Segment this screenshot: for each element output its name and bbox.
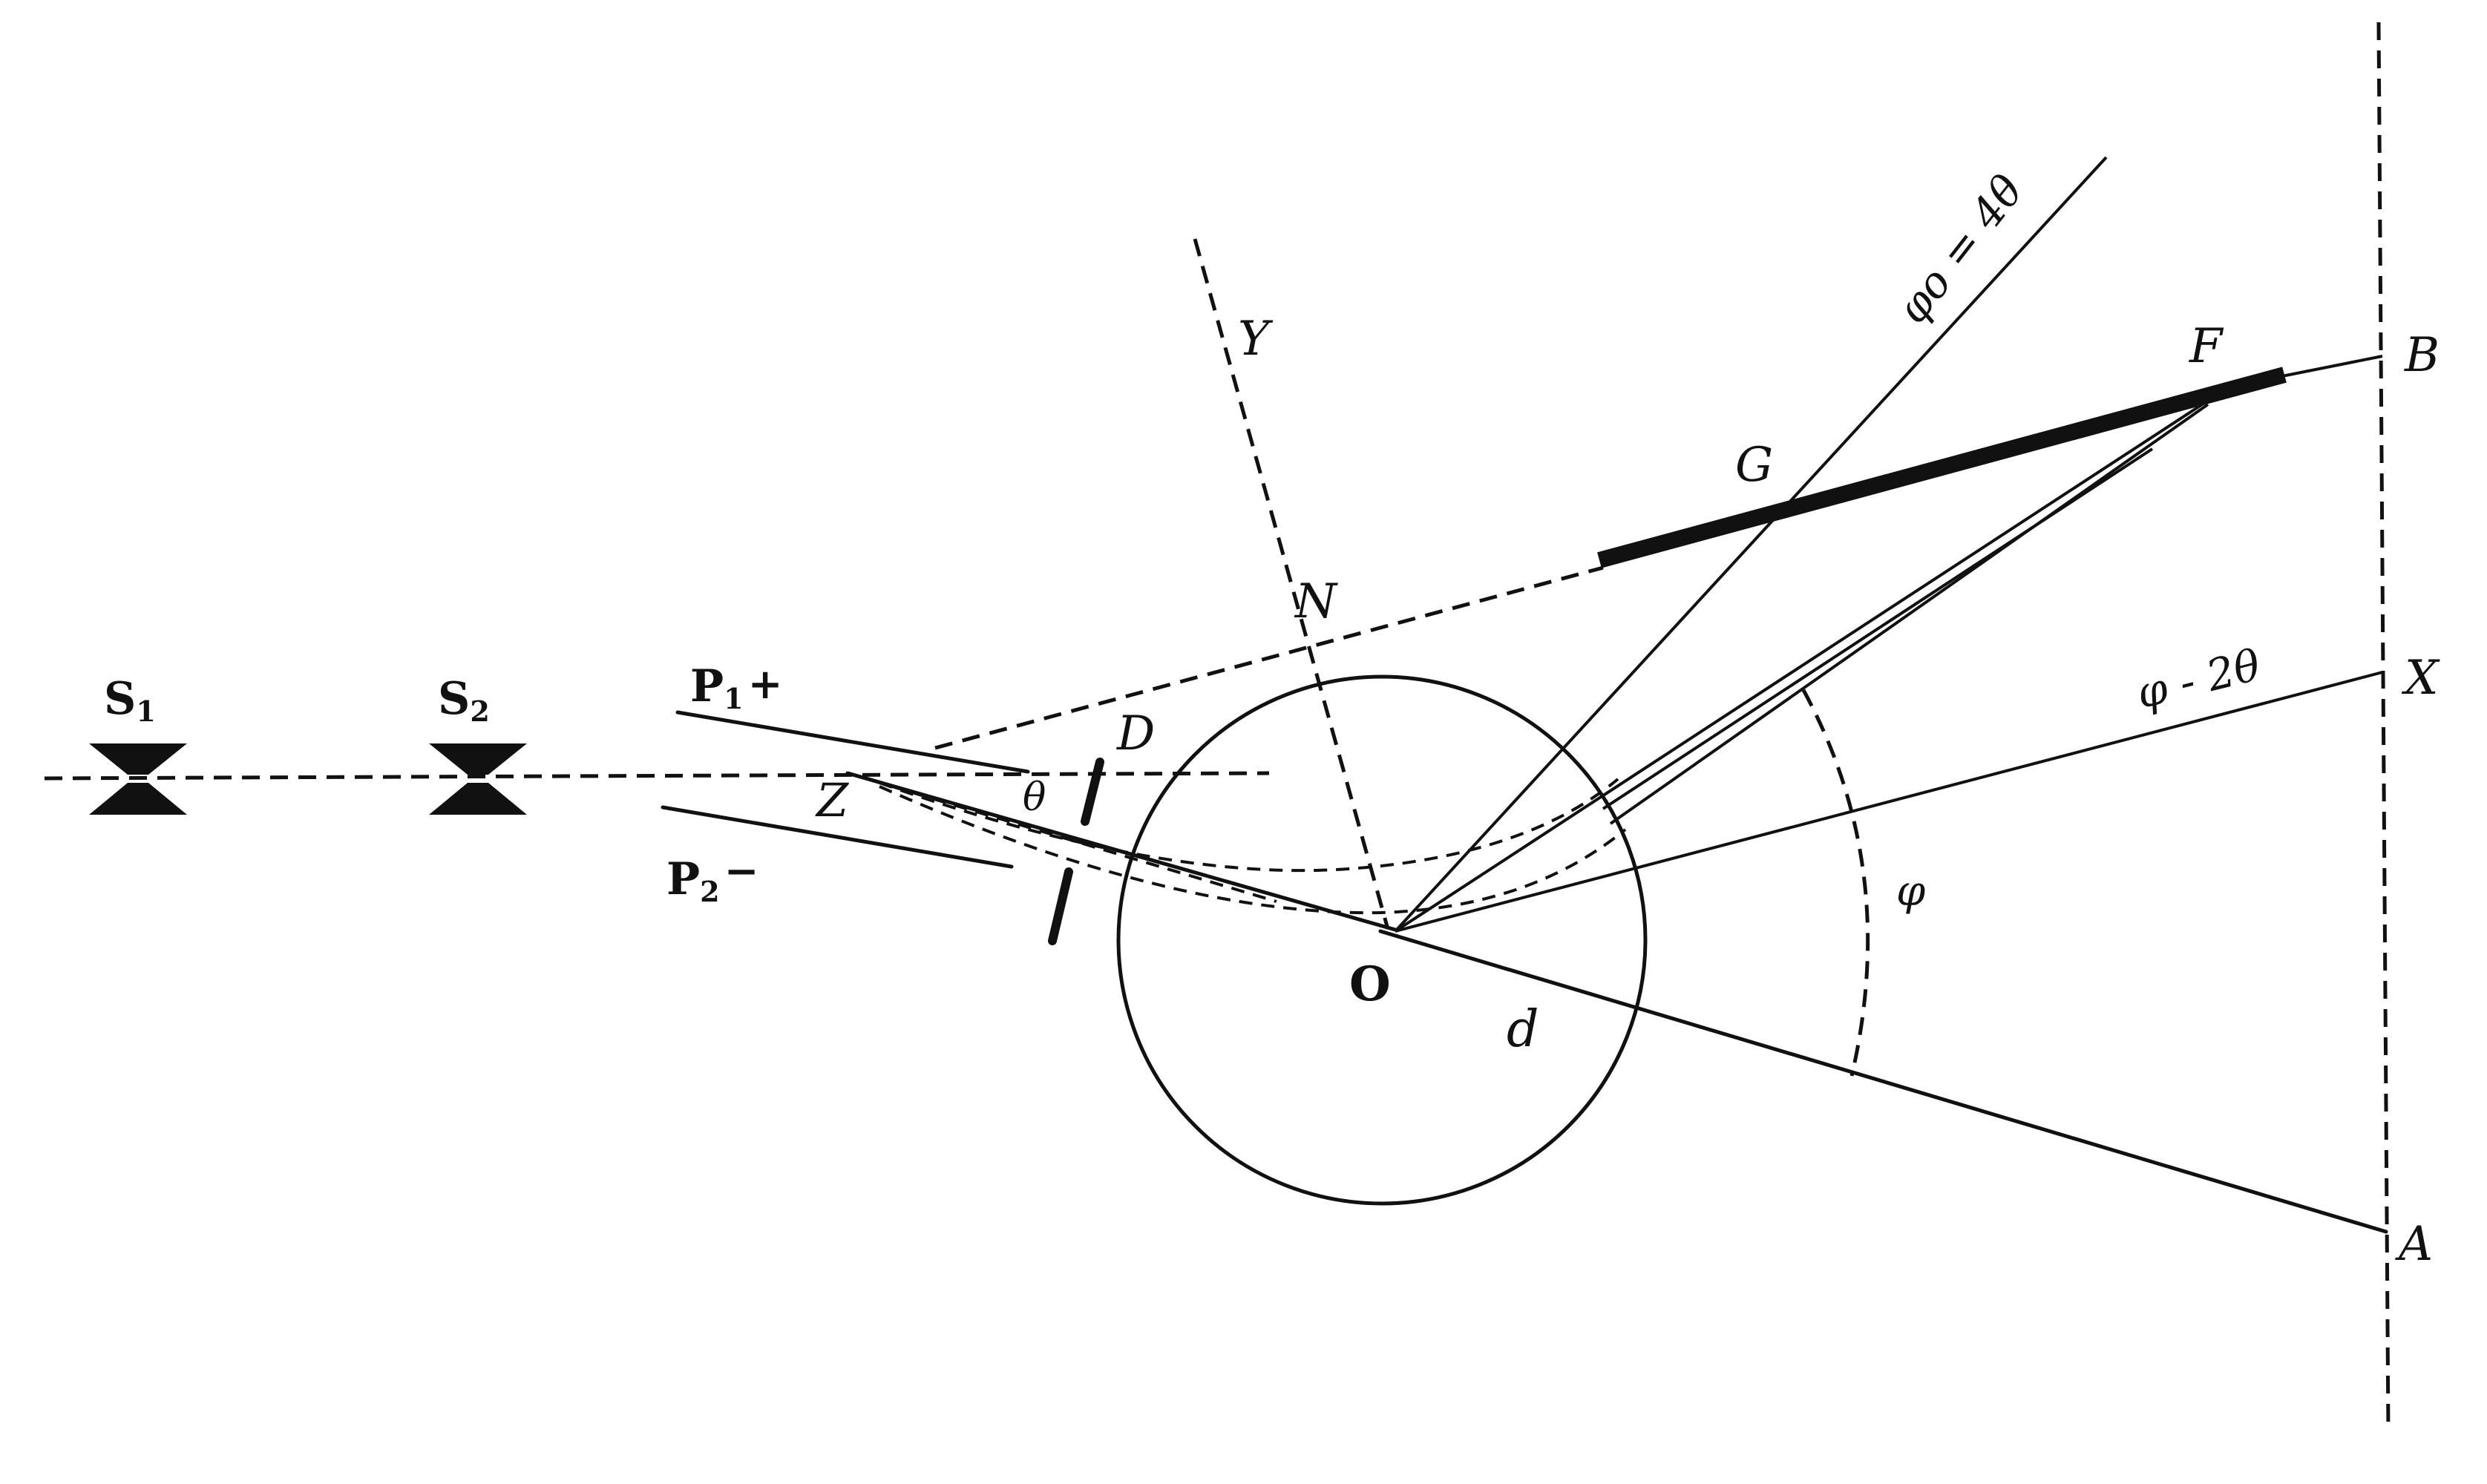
- label-a: A: [2395, 1217, 2433, 1272]
- line-o-to-a: [1378, 929, 2388, 1234]
- label-y: Y: [1238, 312, 1274, 367]
- plate-p1: [675, 710, 1030, 774]
- trajectory-upper: [879, 778, 1619, 873]
- beam-to-plate-dashed: [934, 565, 1604, 750]
- diaphragm-d-lower: [1048, 867, 1073, 945]
- label-g: G: [1735, 438, 1773, 493]
- angle-arc-phi: [1801, 689, 1870, 1077]
- label-n: N: [1294, 574, 1338, 629]
- source-slit-s1: [89, 743, 187, 815]
- label-x: X: [2401, 651, 2440, 706]
- ray-o-to-f-1: [1394, 399, 2209, 933]
- line-o-to-x: [1395, 671, 2383, 933]
- label-d-lower: d: [1507, 1000, 1539, 1059]
- label-p1: P1+: [690, 660, 783, 715]
- ray-o-to-f-3: [1609, 403, 2209, 825]
- photographic-plate: [1597, 367, 2287, 568]
- trajectory-lower: [879, 785, 1627, 915]
- label-b: B: [2404, 328, 2440, 383]
- label-s1: S1: [104, 673, 156, 728]
- label-d-upper: D: [1116, 706, 1155, 761]
- source-slit-s2: [429, 743, 527, 815]
- plate-p2: [661, 805, 1014, 869]
- label-f: F: [2189, 319, 2224, 374]
- diaphragm-d-upper: [1081, 758, 1104, 826]
- optical-axis: [44, 771, 1270, 781]
- label-phi: φ: [1896, 867, 1925, 916]
- label-s2: S2: [438, 673, 490, 728]
- label-phi0-eq: φo = 4θ: [1887, 165, 2033, 332]
- label-o: O: [1349, 956, 1391, 1012]
- line-plate-to-b: [2278, 355, 2383, 378]
- y-axis: [1193, 238, 1390, 930]
- reference-line-ab: [2376, 22, 2391, 1433]
- label-z: Z: [815, 773, 849, 827]
- label-p2: P2−: [666, 847, 759, 908]
- line-phi0: [1394, 156, 2108, 933]
- magnetic-field-region: [1116, 674, 1648, 1206]
- label-theta: θ: [1023, 775, 1046, 820]
